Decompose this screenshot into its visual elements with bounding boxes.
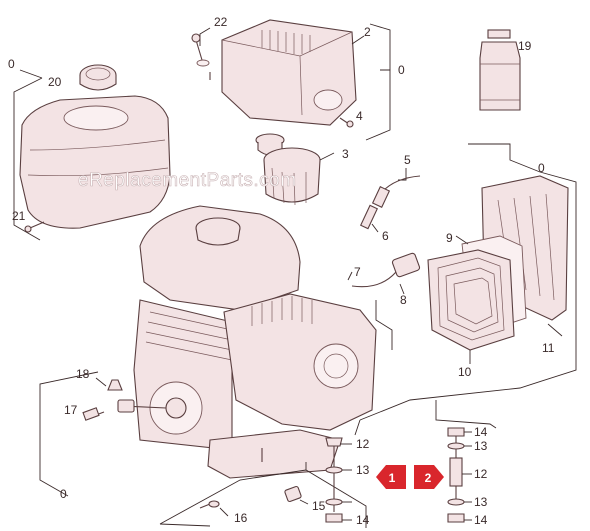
ignition-wire — [351, 271, 397, 288]
fan-cover-vents — [251, 296, 313, 326]
label-part-9: 9 — [446, 231, 453, 245]
mount-nut[interactable] — [325, 513, 343, 523]
label-part-6: 6 — [382, 229, 389, 243]
tank-screw[interactable] — [24, 225, 32, 233]
drain-plug[interactable] — [284, 485, 302, 503]
label-part-12-left: 12 — [356, 437, 370, 451]
blower-housing[interactable] — [221, 19, 357, 126]
spark-plug[interactable] — [359, 204, 379, 230]
label-part-2: 2 — [364, 25, 371, 39]
label-part-3: 3 — [342, 147, 349, 161]
mount-nut[interactable] — [447, 427, 465, 437]
housing-vents — [261, 30, 311, 54]
label-part-8: 8 — [400, 293, 407, 307]
label-part-16: 16 — [234, 511, 248, 525]
washer[interactable] — [325, 498, 343, 506]
label-part-17: 17 — [64, 403, 78, 417]
page-2-label: 2 — [425, 471, 432, 485]
watermark: eReplacementParts.com — [78, 170, 297, 191]
label-part-11: 11 — [542, 341, 555, 355]
page-1-button[interactable]: 1 — [376, 465, 406, 489]
fan-cover[interactable] — [223, 293, 377, 431]
next-arrow-icon — [414, 465, 444, 489]
label-part-0-shroud: 0 — [398, 63, 405, 77]
bracket-bottom — [39, 371, 99, 497]
mount-stud[interactable] — [449, 457, 463, 487]
page-1-label: 1 — [389, 471, 396, 485]
drain-group — [82, 377, 309, 517]
label-part-10: 10 — [458, 365, 472, 379]
drain-bolt[interactable] — [82, 407, 100, 421]
filter-pleats — [437, 257, 505, 341]
plug-cap[interactable] — [371, 185, 391, 209]
label-part-13-left: 13 — [356, 463, 370, 477]
label-part-22: 22 — [214, 15, 228, 29]
prev-arrow-icon — [376, 465, 406, 489]
washer[interactable] — [447, 498, 465, 506]
label-part-14-left: 14 — [356, 513, 370, 527]
washer[interactable] — [447, 442, 465, 450]
washer[interactable] — [325, 466, 343, 474]
label-part-21: 21 — [12, 209, 26, 223]
ignition-group — [347, 252, 421, 295]
label-part-14-right-top: 14 — [474, 425, 488, 439]
label-part-18: 18 — [76, 367, 90, 381]
label-part-14-right-bottom: 14 — [474, 513, 488, 527]
bracket-fuel-tank — [13, 77, 43, 241]
engine-head[interactable] — [139, 205, 301, 311]
air-cleaner-case-group — [354, 143, 577, 436]
recoil-starter[interactable] — [313, 343, 359, 389]
paper-filter[interactable] — [427, 249, 515, 351]
oil-dipstick-cap[interactable] — [107, 379, 123, 391]
label-part-4: 4 — [356, 109, 363, 123]
shroud-bolt[interactable] — [191, 33, 201, 43]
air-cleaner-group — [255, 133, 335, 206]
label-part-20: 20 — [48, 75, 62, 89]
label-part-13-right-bottom: 13 — [474, 495, 488, 509]
bracket-air-cleaner — [359, 143, 577, 421]
label-part-5: 5 — [404, 153, 411, 167]
label-part-15: 15 — [312, 499, 326, 513]
fastener-stack-left — [325, 437, 352, 523]
label-part-7: 7 — [354, 265, 361, 279]
oil-bottle[interactable] — [479, 41, 521, 111]
drain-washer[interactable] — [208, 500, 220, 508]
engine-group — [117, 205, 393, 479]
oil-bottle-group — [479, 29, 521, 111]
fastener-stack-right — [447, 427, 472, 523]
fuel-tank-group — [13, 64, 171, 241]
ignition-switch[interactable] — [391, 252, 421, 278]
label-part-0-base: 0 — [60, 487, 67, 501]
label-part-13-right-top: 13 — [474, 439, 488, 453]
label-part-19: 19 — [518, 39, 532, 53]
label-part-0-fuel: 0 — [8, 57, 15, 71]
page-2-button[interactable]: 2 — [414, 465, 444, 489]
label-part-0-aircleaner: 0 — [538, 161, 545, 175]
cylinder-fins — [145, 311, 233, 361]
spark-plug-group — [359, 168, 421, 233]
label-part-12-right: 12 — [474, 467, 488, 481]
recoil-shroud-group — [191, 19, 391, 141]
mount-nut[interactable] — [447, 513, 465, 523]
mount-bolt[interactable] — [325, 437, 343, 447]
housing-screw[interactable] — [346, 120, 354, 128]
part-labels: 0 20 21 22 2 0 4 19 3 5 0 6 9 7 8 11 10 … — [8, 15, 555, 527]
oil-bottle-cap[interactable] — [487, 29, 511, 39]
fuel-tank[interactable] — [19, 95, 171, 229]
